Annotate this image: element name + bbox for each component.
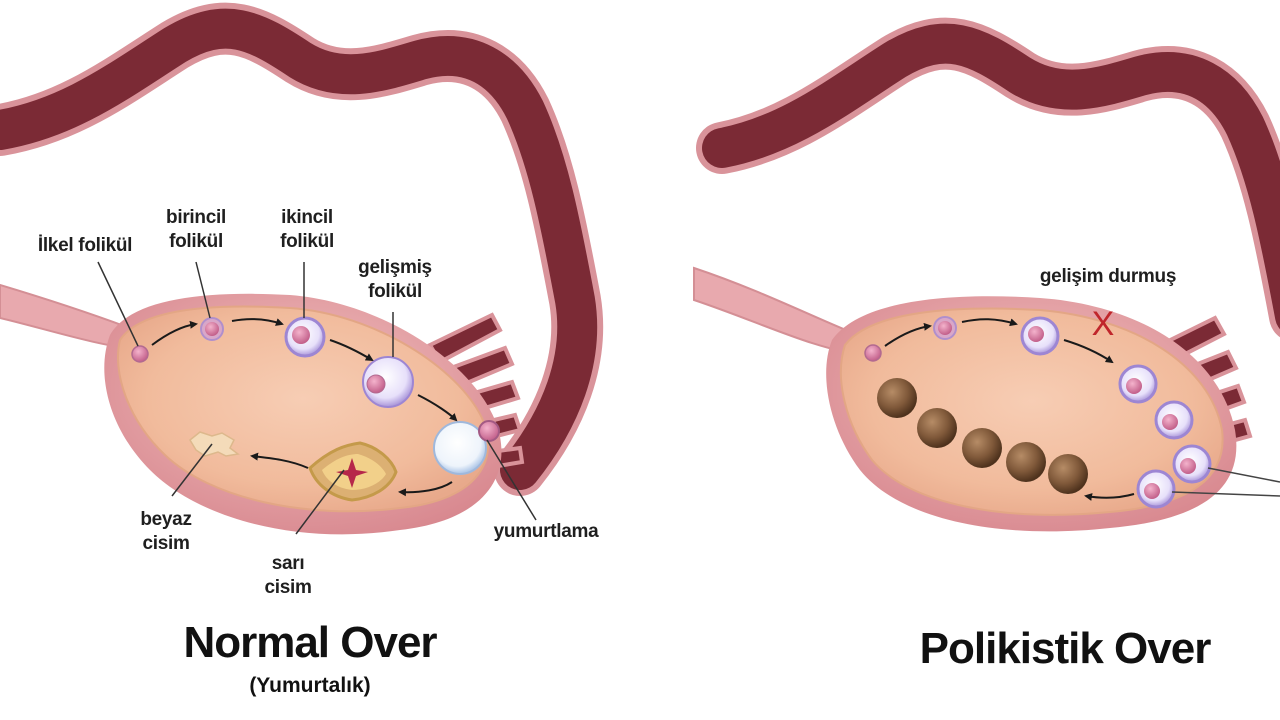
right-cycle-arrows xyxy=(884,318,1135,501)
left-leader-lines xyxy=(97,261,537,535)
right-primary-follicle xyxy=(933,316,957,340)
advanced-follicle xyxy=(362,356,414,408)
right-primordial-follicle xyxy=(864,344,882,362)
ovulation-follicle xyxy=(433,420,500,475)
arrested-follicles xyxy=(1118,364,1212,509)
primary-follicle xyxy=(200,317,224,341)
label-corpus-albicans: beyaz cisim xyxy=(140,509,192,554)
label-corpus-luteum: sarı cisim xyxy=(264,553,312,598)
right-ovary-group xyxy=(693,17,1280,532)
label-secondary-follicle: ikincil folikül xyxy=(280,207,334,252)
left-cycle-arrows xyxy=(151,318,458,497)
left-ovary-group xyxy=(0,2,604,535)
label-ovulation: yumurtlama xyxy=(493,521,599,542)
label-advanced-follicle: gelişmiş folikül xyxy=(358,257,432,302)
label-growth-stopped: gelişim durmuş xyxy=(1039,266,1177,287)
left-panel-subtitle: (Yumurtalık) xyxy=(249,674,371,697)
cysts xyxy=(877,378,1088,494)
secondary-follicle xyxy=(284,316,326,358)
primordial-follicle xyxy=(131,345,149,363)
growth-stopped-mark: X xyxy=(1092,305,1115,343)
right-leader-lines xyxy=(1171,467,1280,497)
right-panel-title: Polikistik Over xyxy=(919,624,1212,673)
label-primordial-follicle: İlkel folikül xyxy=(37,235,133,256)
right-secondary-follicle xyxy=(1020,316,1060,356)
left-panel-title: Normal Over xyxy=(183,618,437,667)
right-ovary-body xyxy=(839,307,1224,516)
label-primary-follicle: birincil folikül xyxy=(166,207,226,252)
